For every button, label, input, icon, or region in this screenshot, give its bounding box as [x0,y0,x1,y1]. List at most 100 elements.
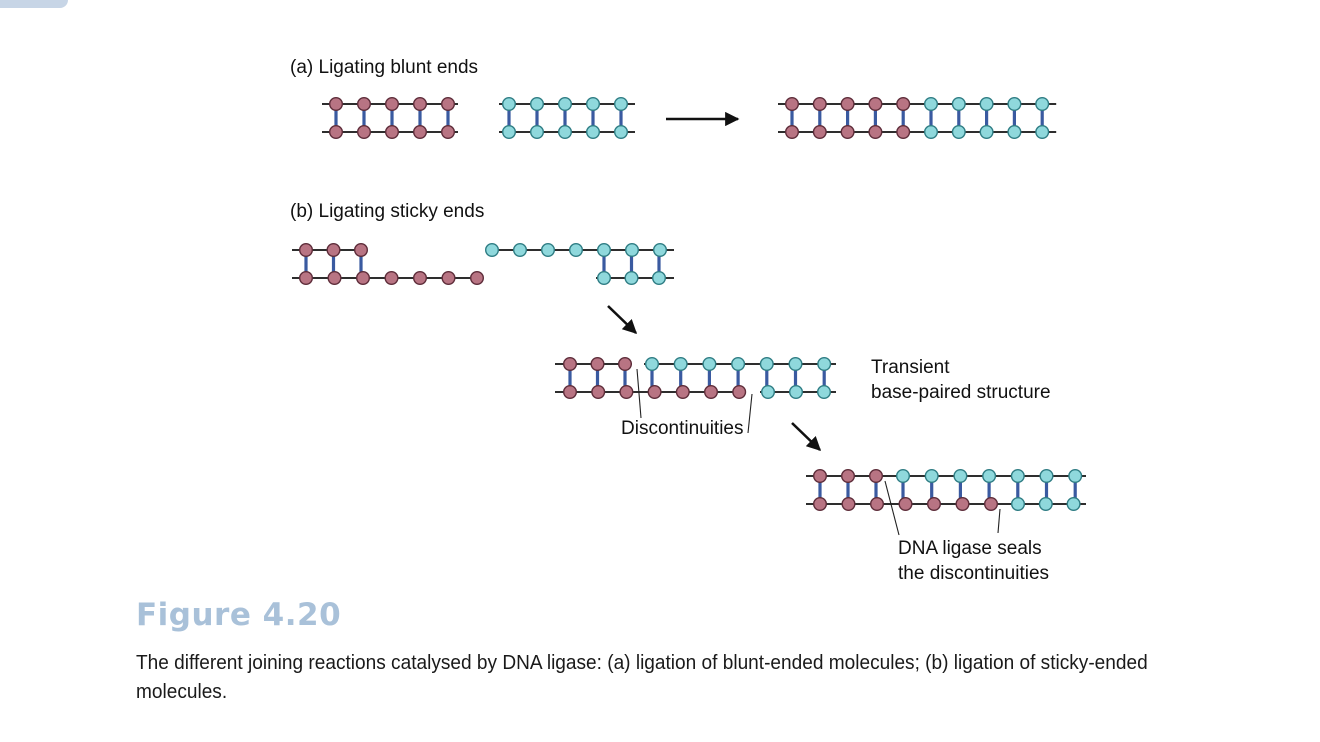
nucleotide [413,124,428,139]
nucleotide [619,385,634,400]
nucleotide [868,124,883,139]
nucleotide [614,124,629,139]
nucleotide [675,385,690,400]
nucleotide [1010,469,1025,484]
nucleotide [502,96,517,111]
nucleotide [1007,96,1022,111]
nucleotide [653,242,668,257]
nucleotide [817,357,832,372]
corner-tab-decoration [0,0,68,8]
reaction-arrow-icon [791,422,822,451]
discontinuities-label: Discontinuities [621,418,744,439]
nucleotide [761,385,776,400]
nucleotide [898,497,913,512]
nucleotide [354,242,369,257]
transient-label-line-1: Transient [871,357,950,378]
nucleotide [530,124,545,139]
nucleotide [812,96,827,111]
nucleotide [569,242,584,257]
panel-b-label: (b) Ligating sticky ends [290,201,484,222]
nucleotide [979,96,994,111]
nucleotide [896,469,911,484]
nucleotide [704,385,719,400]
nucleotide [357,96,372,111]
nucleotide [1007,124,1022,139]
nucleotide [413,271,428,286]
ligase-label-line-1: DNA ligase seals [898,538,1042,559]
nucleotide [896,124,911,139]
nucleotide [329,124,344,139]
nucleotide [1068,469,1083,484]
nucleotide [441,271,456,286]
nucleotide [502,124,517,139]
nucleotide [299,242,314,257]
nucleotide [597,242,612,257]
nucleotide [951,96,966,111]
nucleotide [558,124,573,139]
nucleotide [326,242,341,257]
nucleotide [924,469,939,484]
nucleotide [485,242,500,257]
nucleotide [759,357,774,372]
dna-molecules [292,96,1086,512]
nucleotide [673,357,688,372]
nucleotide [586,96,601,111]
nucleotide [563,385,578,400]
nucleotide [385,96,400,111]
nucleotide [979,124,994,139]
nucleotide [1066,497,1081,512]
nucleotide [982,469,997,484]
nucleotide [558,96,573,111]
nucleotide [732,385,747,400]
nucleotide [413,96,428,111]
nucleotide [951,124,966,139]
nucleotide [869,469,884,484]
nucleotide [530,96,545,111]
pointer-line [997,508,1001,534]
nucleotide [1011,497,1026,512]
nucleotide [840,96,855,111]
nucleotide [625,242,640,257]
reaction-arrow-icon [607,305,638,334]
nucleotide [731,357,746,372]
pointer-line [884,480,900,536]
nucleotide [441,96,456,111]
nucleotide [614,96,629,111]
nucleotide [841,497,856,512]
nucleotide [586,124,601,139]
transient-label-line-2: base-paired structure [871,382,1051,403]
pointer-line [747,393,753,434]
nucleotide [384,271,399,286]
nucleotide [563,357,578,372]
nucleotide [329,96,344,111]
nucleotide [618,357,633,372]
nucleotide [785,124,800,139]
nucleotide [813,469,828,484]
nucleotide [868,96,883,111]
nucleotide [896,96,911,111]
nucleotide [817,385,832,400]
nucleotide [1039,469,1054,484]
nucleotide [813,497,828,512]
nucleotide [356,271,371,286]
nucleotide [299,271,314,286]
nucleotide [785,96,800,111]
nucleotide [624,271,639,286]
nucleotide [870,497,885,512]
ligase-label-line-2: the discontinuities [898,563,1049,584]
nucleotide [1038,497,1053,512]
nucleotide [647,385,662,400]
nucleotide [953,469,968,484]
nucleotide [652,271,667,286]
nucleotide [541,242,556,257]
nucleotide [955,497,970,512]
nucleotide [1035,96,1050,111]
nucleotide [812,124,827,139]
nucleotide [645,357,660,372]
nucleotide [924,124,939,139]
nucleotide [789,385,804,400]
nucleotide [788,357,803,372]
nucleotide [385,124,400,139]
nucleotide [470,271,485,286]
